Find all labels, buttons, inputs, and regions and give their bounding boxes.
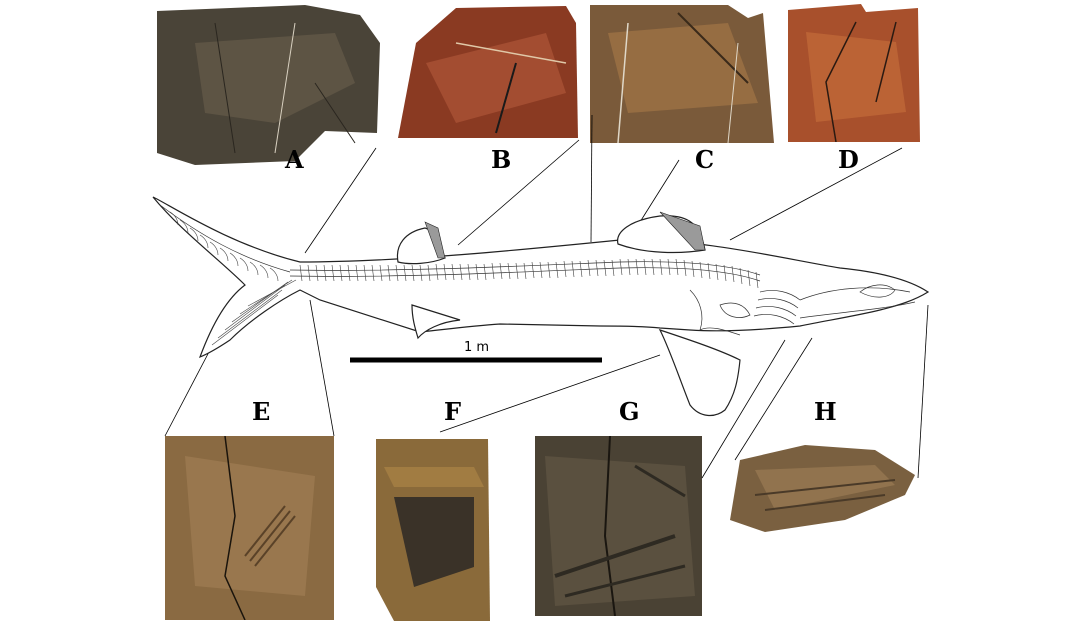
leader-lines: [164, 114, 929, 479]
panel-f-label: F: [444, 397, 462, 426]
shark-outline: [152, 196, 930, 416]
head-skeleton: [689, 284, 916, 336]
panel-d-photo: [786, 2, 920, 142]
panel-c-label: C: [695, 145, 715, 174]
panel-h-label: H: [814, 397, 837, 426]
fin-spines: [424, 211, 706, 259]
panel-h-photo: [725, 440, 918, 535]
vertebral-arches: [299, 258, 759, 289]
panel-g-label: G: [619, 397, 640, 426]
panel-b-photo: [396, 3, 579, 138]
panel-c-photo: [588, 3, 776, 143]
panel-a-label: A: [285, 145, 304, 174]
panel-a-photo: [155, 3, 387, 165]
caudal-rays: [169, 211, 297, 346]
panel-b-label: B: [491, 145, 512, 174]
panel-d-label: D: [838, 145, 859, 174]
scale-bar-label: 1 m: [464, 340, 490, 355]
panel-f-photo: [374, 437, 490, 621]
panel-g-photo: [535, 436, 702, 616]
panel-e-photo: [165, 436, 334, 620]
panel-e-label: E: [252, 397, 271, 426]
